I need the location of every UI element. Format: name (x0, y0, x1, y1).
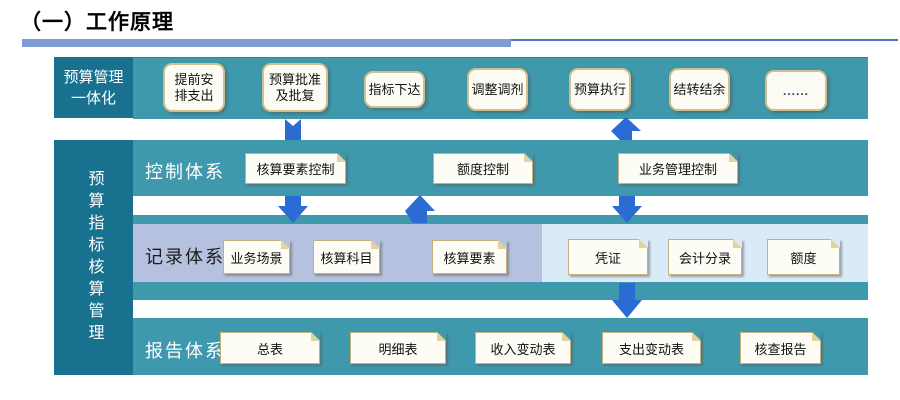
top-box-budget-execution: 预算执行 (569, 68, 631, 111)
row-label-report: 报告体系 (145, 341, 225, 361)
sidebar-label: 预算指标核算管理 (85, 169, 103, 346)
report-box-audit-report: 核查报告 (740, 332, 821, 364)
report-box-summary-table: 总表 (220, 332, 320, 364)
report-box-income-change-table: 收入变动表 (475, 332, 571, 364)
arrow-up-icon (405, 195, 435, 223)
top-box-indicator-issue: 指标下达 (364, 71, 425, 108)
record-box-quota: 额度 (767, 239, 840, 275)
row-label-control: 控制体系 (145, 162, 225, 182)
top-box-budget-approval: 预算批准 及批复 (262, 63, 328, 112)
report-box-expense-change-table: 支出变动表 (602, 332, 701, 364)
page-title: （一）工作原理 (20, 11, 174, 34)
title-underline-thick (22, 39, 511, 47)
report-box-detail-table: 明细表 (350, 332, 446, 364)
record-row-strip-bottom (133, 282, 868, 300)
arrow-up-icon (611, 117, 641, 140)
arrow-down-icon (285, 119, 301, 140)
top-band-label-line2: 一体化 (70, 89, 116, 107)
record-box-accounting-entry: 会计分录 (668, 239, 742, 275)
top-band-label-line1: 预算管理 (63, 68, 124, 86)
top-band-label: 预算管理 一体化 (54, 57, 133, 118)
title-underline-thin (511, 39, 898, 41)
record-box-accounting-subject: 核算科目 (313, 240, 380, 274)
record-box-voucher: 凭证 (568, 239, 648, 275)
top-box-ellipsis: ...... (765, 70, 827, 111)
record-row-strip-top (133, 215, 868, 224)
arrow-down-icon (278, 196, 308, 223)
arrow-down-icon (612, 196, 642, 223)
control-box-quota: 额度控制 (433, 153, 533, 184)
record-box-business-scene: 业务场景 (223, 240, 290, 274)
top-box-adjustment: 调整调剂 (467, 68, 528, 111)
record-box-accounting-element: 核算要素 (432, 240, 507, 274)
top-box-advance-arrange: 提前安 排支出 (163, 63, 225, 112)
control-box-accounting-element: 核算要素控制 (245, 153, 346, 184)
control-box-business-management: 业务管理控制 (618, 153, 738, 184)
top-box-carryover: 结转结余 (669, 68, 730, 111)
row-label-record: 记录体系 (145, 247, 225, 267)
sidebar-budget-indicator-accounting: 预算指标核算管理 (54, 140, 133, 375)
arrow-down-icon (612, 283, 642, 318)
